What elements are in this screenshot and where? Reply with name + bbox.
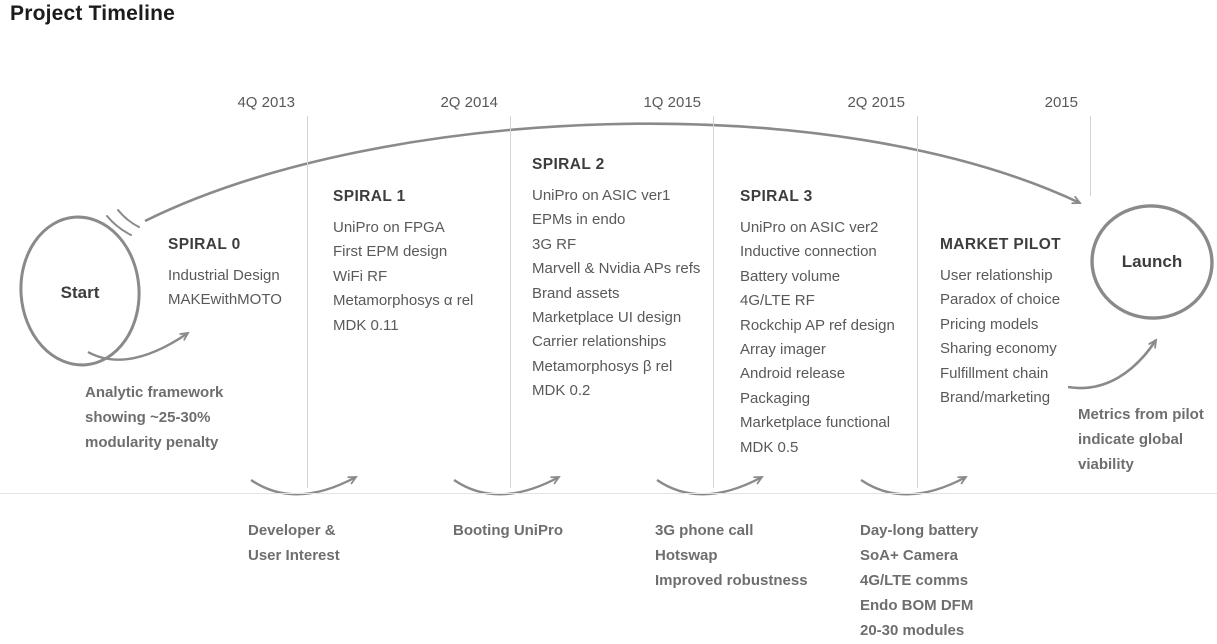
annotation-line: Hotswap — [655, 547, 718, 564]
annotation-line: Analytic framework — [85, 384, 224, 401]
analytic-arrow-icon — [87, 331, 190, 361]
metrics-arrow-icon — [1067, 338, 1158, 390]
quarter-gridline — [917, 116, 918, 488]
phase-item: 4G/LTE RF — [740, 292, 815, 310]
phase-item: Carrier relationships — [532, 333, 667, 351]
phase-heading: SPIRAL 1 — [333, 188, 406, 205]
phase-heading: SPIRAL 0 — [168, 236, 241, 253]
annotation-line: 4G/LTE comms — [860, 572, 969, 589]
annotation-line: Day-long battery — [860, 522, 979, 539]
annotation-line: User Interest — [248, 547, 340, 564]
phase-item: Array imager — [740, 341, 826, 359]
annotation-line: modularity penalty — [85, 434, 219, 451]
quarter-gridline — [307, 116, 308, 488]
quarter-gridline — [713, 116, 714, 488]
phase-item: Pricing models — [940, 315, 1039, 333]
phase-item: UniPro on FPGA — [333, 219, 445, 236]
swoosh-arrow-4 — [860, 475, 968, 496]
start-node-label: Start — [60, 283, 100, 302]
phase-item: Brand/marketing — [940, 389, 1051, 407]
phase-item: EPMs in endo — [532, 211, 626, 229]
annotation-line: viability — [1078, 456, 1134, 473]
phase-item: Marketplace UI design — [532, 309, 682, 327]
swoosh-arrow-1 — [250, 475, 358, 496]
phase-item: MAKEwithMOTO — [168, 291, 282, 309]
phase-item: MDK 0.11 — [333, 316, 399, 334]
phase-item: Sharing economy — [940, 340, 1057, 358]
annotation-block: Metrics from pilot indicate global viabili… — [1078, 402, 1204, 477]
phase-item: MDK 0.5 — [740, 438, 799, 456]
quarter-label: 2Q 2015 — [847, 94, 905, 111]
phase-item: User relationship — [940, 267, 1053, 284]
phase-item: Android release — [740, 365, 846, 383]
page-title: Project Timeline — [10, 2, 176, 25]
annotation-block: Developer & User Interest — [248, 518, 340, 568]
phase-item: Marvell & Nvidia APs refs — [532, 260, 701, 278]
quarter-gridline — [1090, 116, 1091, 196]
phase-item: MDK 0.2 — [532, 382, 591, 400]
quarter-label: 4Q 2013 — [237, 94, 295, 111]
annotation-line: 20-30 modules — [860, 622, 965, 639]
phase-heading: SPIRAL 3 — [740, 188, 813, 205]
swoosh-arrow-2 — [453, 475, 561, 496]
phase-item: UniPro on ASIC ver1 — [532, 187, 671, 204]
phase-item: UniPro on ASIC ver2 — [740, 219, 879, 236]
annotation-line: Metrics from pilot — [1078, 406, 1204, 423]
annotation-line: showing ~25-30% — [85, 409, 211, 426]
phase-item: WiFi RF — [333, 267, 388, 285]
phase-item: Battery volume — [740, 267, 841, 285]
annotation-line: 3G phone call — [655, 522, 754, 539]
phase-item: Metamorphosys β rel — [532, 357, 673, 375]
phase-item: First EPM design — [333, 243, 448, 261]
quarter-label: 2015 — [1044, 94, 1078, 111]
phase-item: Inductive connection — [740, 243, 877, 261]
phase-item: Paradox of choice — [940, 291, 1061, 309]
phase-item: Rockchip AP ref design — [740, 316, 895, 334]
annotation-line: Improved robustness — [655, 572, 808, 589]
annotation-line: indicate global — [1078, 431, 1184, 448]
phase-item: Brand assets — [532, 284, 620, 302]
phase-heading: SPIRAL 2 — [532, 156, 605, 173]
annotation-line: SoA+ Camera — [860, 547, 958, 564]
quarter-label: 1Q 2015 — [643, 94, 701, 111]
sketch-tick-marks — [106, 209, 140, 236]
phase-item: Metamorphosys α rel — [333, 292, 474, 310]
quarter-label: 2Q 2014 — [440, 94, 498, 111]
annotation-line: Booting UniPro — [453, 522, 563, 539]
phase-item: 3G RF — [532, 235, 577, 253]
phase-item: Packaging — [740, 389, 811, 407]
launch-node-label: Launch — [1121, 252, 1183, 271]
phase-item: Fulfillment chain — [940, 364, 1049, 382]
baseline-rule — [0, 493, 1217, 494]
phase-item: Marketplace functional — [740, 414, 891, 432]
swoosh-arrow-3 — [656, 475, 764, 496]
quarter-gridline — [510, 116, 511, 488]
annotation-block: Analytic framework showing ~25-30% modular… — [85, 380, 223, 455]
annotation-line: Developer & — [248, 522, 336, 539]
phase-item: Industrial Design — [168, 267, 280, 284]
annotation-line: Endo BOM DFM — [860, 597, 974, 614]
annotation-block: Booting UniPro — [453, 518, 563, 543]
phase-heading: MARKET PILOT — [940, 236, 1062, 253]
